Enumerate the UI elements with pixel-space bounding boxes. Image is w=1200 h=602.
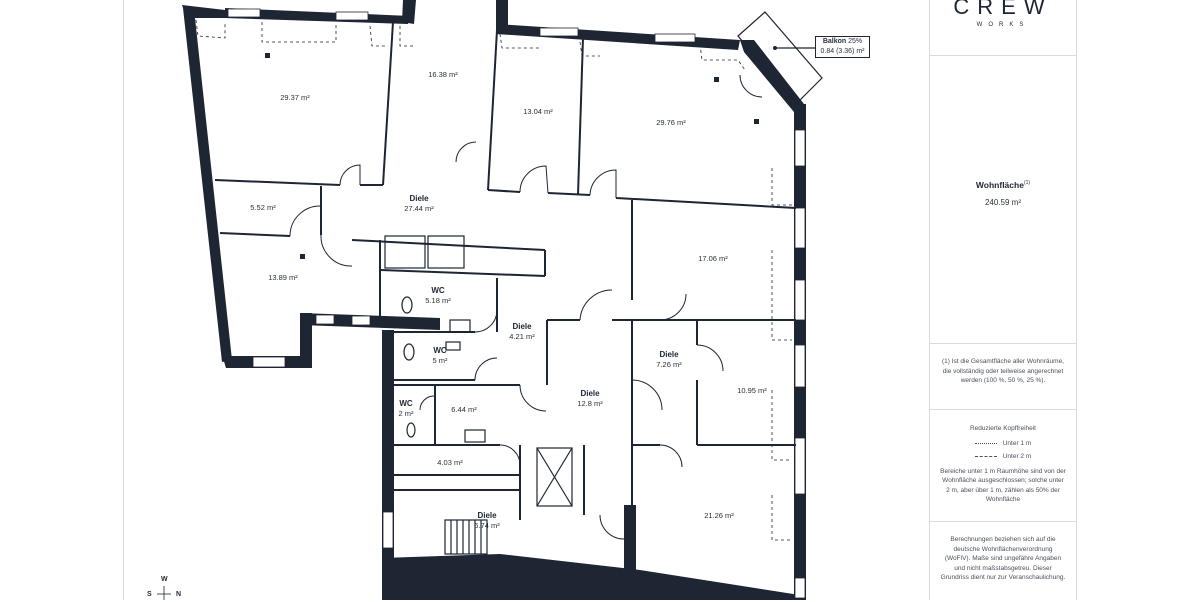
room-area-label: 21.26 m² [704, 511, 734, 520]
room-name-label: Diele [512, 322, 532, 331]
dashed-line-icon [974, 455, 997, 457]
interior-walls [214, 21, 797, 520]
disclaimer-section: Berechnungen beziehen sich auf die deuts… [930, 522, 1076, 583]
room-name-label: WC [433, 346, 447, 355]
room-name-label: Diele [477, 511, 497, 520]
fixtures [265, 53, 759, 443]
legend-under-1m-label: Unter 1 m [1002, 439, 1032, 447]
room-area-label: 6.44 m² [451, 405, 477, 414]
room-name-label: Diele [409, 194, 429, 203]
room-area-label: 5.52 m² [250, 203, 276, 212]
room-area-label: 17.06 m² [698, 254, 728, 263]
balcony-callout: Balkon 25% 0.84 (3.36) m² [815, 36, 870, 58]
room-name-label: WC [431, 286, 445, 295]
brand-logo: CREW [953, 0, 1053, 19]
room-area-label: 29.37 m² [280, 93, 310, 102]
elevator-shaft [536, 447, 573, 507]
headroom-section: Reduzierte Kopffreiheit Unter 1 m Unter … [930, 410, 1076, 522]
brand-logo-sub: WORKS [976, 22, 1030, 28]
windows [227, 8, 806, 599]
compass-rose-icon [157, 586, 171, 600]
doors [289, 74, 763, 540]
room-area-label: 4.21 m² [509, 332, 535, 341]
summary-section: Wohnfläche(1) 240.59 m² [930, 56, 1076, 344]
room-area-label: 10.95 m² [737, 386, 767, 395]
balcony-area: 0.84 (3.36) m² [820, 48, 865, 55]
living-area-title: Wohnfläche(1) [930, 180, 1076, 190]
living-area-title-text: Wohnfläche [975, 180, 1024, 190]
room-area-label: 7.26 m² [656, 360, 682, 369]
room-area-label: 6.74 m² [474, 521, 500, 530]
room-name-label: Diele [659, 350, 679, 359]
room-area-label: 27.44 m² [404, 204, 434, 213]
room-area-label: 13.04 m² [523, 107, 553, 116]
headroom-zones [195, 19, 792, 541]
balcony-outline [737, 11, 823, 105]
room-area-label: 2 m² [399, 409, 415, 418]
compass-north: N [176, 591, 182, 598]
page-border-line [123, 0, 124, 600]
compass-south: S [147, 591, 152, 598]
balcony-percent: 25% [848, 38, 863, 45]
dotted-line-icon [974, 442, 997, 444]
room-area-label: 12.8 m² [577, 399, 603, 408]
room-name-label: Diele [580, 389, 600, 398]
room-area-label: 5 m² [433, 356, 449, 365]
room-area-label: 29.76 m² [656, 118, 686, 127]
balcony-name: Balkon [822, 38, 847, 45]
living-area-footnote-mark: (1) [1023, 180, 1031, 187]
compass: W S N [146, 576, 186, 600]
disclaimer-text: Berechnungen beziehen sich auf die deuts… [940, 536, 1066, 581]
room-area-label: 4.03 m² [437, 458, 463, 467]
headroom-title: Reduzierte Kopffreiheit [969, 425, 1036, 432]
room-area-label: 5.18 m² [425, 296, 451, 305]
living-area-value: 240.59 m² [984, 198, 1022, 207]
legend-under-1m: Unter 1 m [930, 440, 1076, 447]
info-sidebar: CREW WORKS Wohnfläche(1) 240.59 m² (1) I… [929, 0, 1077, 600]
legend-under-2m: Unter 2 m [930, 453, 1076, 460]
room-area-label: 13.89 m² [268, 273, 298, 282]
footnote-section: (1) Ist die Gesamtfläche aller Wohnräume… [930, 344, 1076, 410]
room-labels: 29.37 m² 16.38 m² 13.04 m² 29.76 m² Diel… [250, 70, 767, 530]
brand-section: CREW WORKS [930, 0, 1076, 56]
room-name-label: WC [399, 399, 413, 408]
legend-under-2m-label: Unter 2 m [1002, 452, 1032, 460]
staircase [444, 519, 488, 555]
headroom-note: Bereiche unter 1 m Raumhöhe sind von der… [940, 467, 1066, 504]
footnote-text: (1) Ist die Gesamtfläche aller Wohnräume… [942, 358, 1064, 384]
compass-west: W [161, 576, 168, 583]
room-area-label: 16.38 m² [428, 70, 458, 79]
